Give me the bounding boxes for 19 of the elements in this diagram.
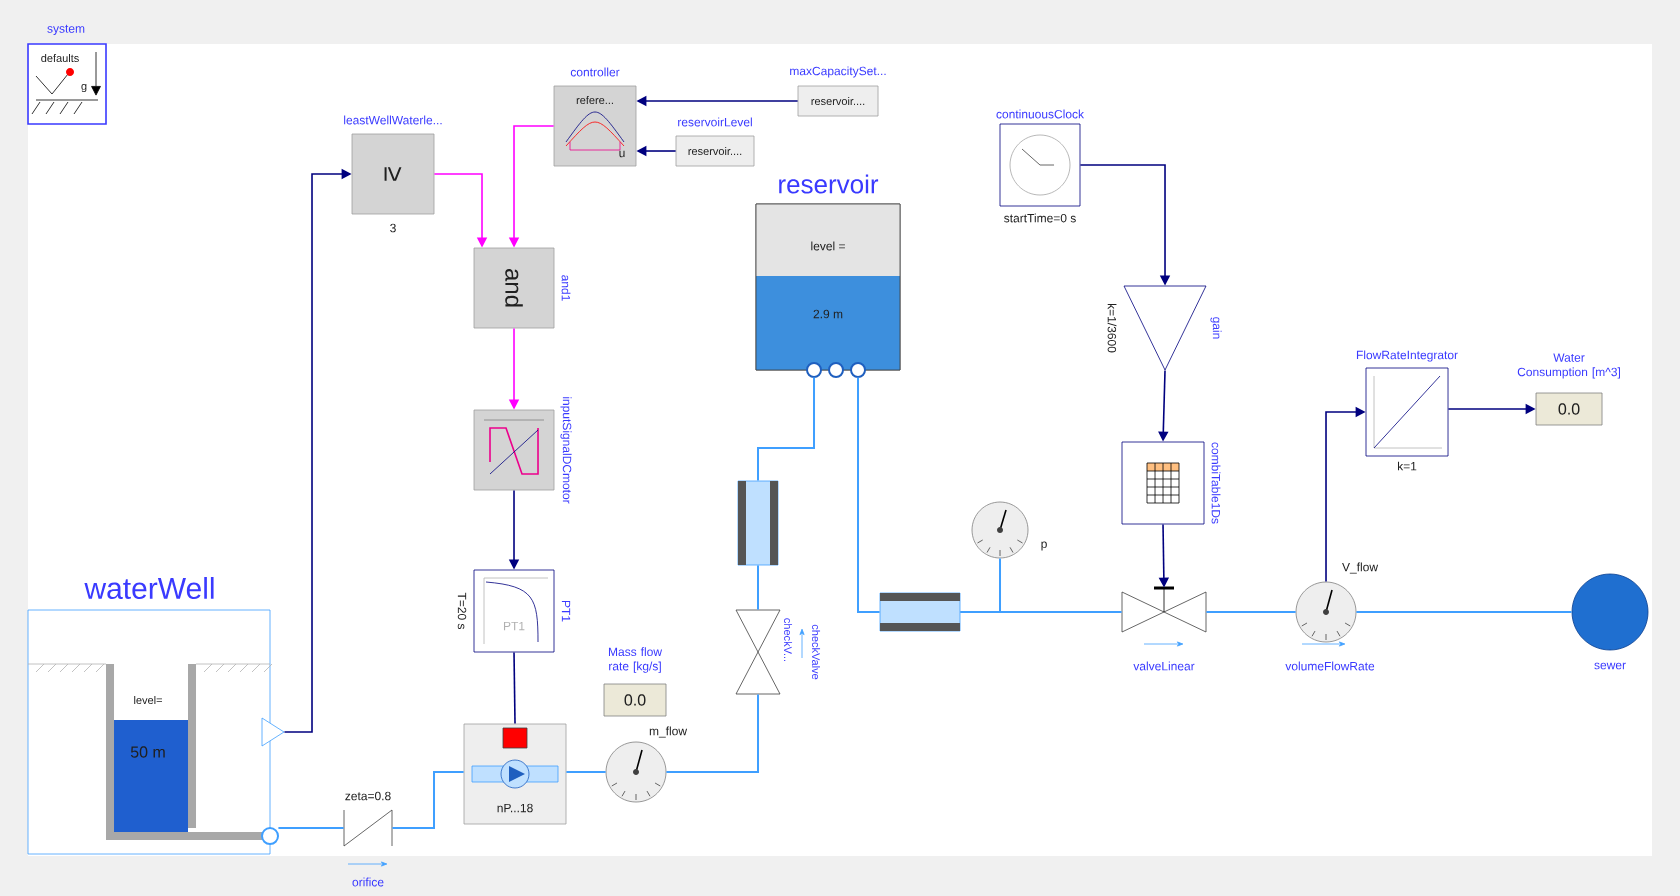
pipe-symbol (879, 592, 961, 632)
pipe-symbol (737, 480, 779, 566)
display-value: 0.0 (624, 694, 646, 706)
connector-line (1355, 611, 1573, 613)
connector-line (277, 827, 345, 829)
connector-line (1205, 611, 1297, 613)
connector-line (665, 693, 759, 773)
connector-line (959, 611, 1123, 613)
block-label: and (505, 269, 523, 307)
connector-line (857, 376, 881, 613)
connector-line (391, 771, 465, 829)
component-title: reservoir (779, 174, 879, 194)
connector-line (757, 564, 759, 611)
component-title: waterWell (84, 577, 214, 599)
connector-line (513, 651, 516, 725)
display-value: 0.0 (1558, 403, 1580, 415)
connector-line (565, 771, 607, 773)
block-symbol: ≥ (384, 167, 402, 181)
connector-line (757, 376, 815, 482)
